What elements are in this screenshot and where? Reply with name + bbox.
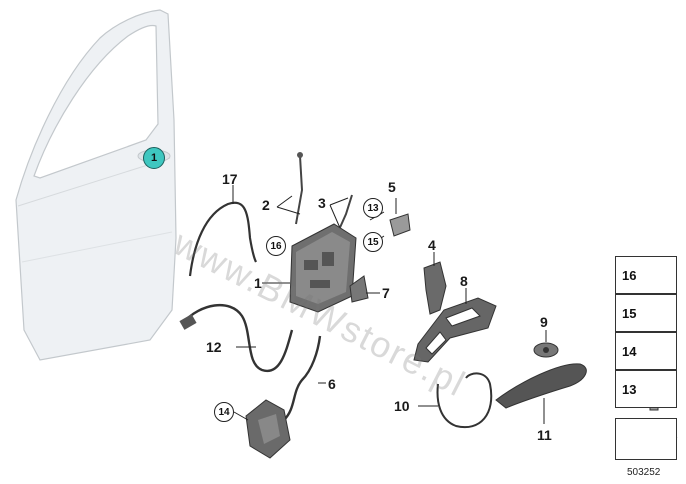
cable-6 [283, 335, 322, 421]
fastener-label: 14 [622, 344, 637, 359]
circled-13: 13 [363, 198, 383, 218]
circled-16: 16 [266, 236, 286, 256]
cable-17 [188, 201, 257, 277]
diagram-number: 503252 [627, 467, 661, 478]
label-part-6: 6 [328, 376, 336, 392]
label-part-3: 3 [318, 195, 326, 211]
lock-assembly-1 [289, 223, 357, 313]
fastener-label: 16 [622, 268, 637, 283]
arrow-cell [615, 418, 677, 460]
label-part-1: 1 [254, 275, 262, 291]
circled-15: 15 [363, 232, 383, 252]
rod-2 [295, 155, 304, 225]
circled-1: 1 [143, 147, 165, 169]
handle-carrier-8 [413, 297, 497, 363]
label-part-17: 17 [222, 171, 238, 187]
label-part-12: 11 [537, 427, 552, 443]
door-handle-12 [495, 363, 587, 409]
fastener-cell-16: 16 [615, 256, 677, 294]
fastener-cell-13: 13 [615, 370, 677, 408]
door-panel-illustration [15, 9, 177, 361]
fastener-cell-14: 14 [615, 332, 677, 370]
label-part-11: 12 [206, 339, 222, 355]
label-part-2: 2 [262, 197, 270, 213]
fastener-label: 13 [622, 382, 637, 397]
fastener-label: 15 [622, 306, 637, 321]
label-part-8: 8 [460, 273, 468, 289]
circled-14: 14 [214, 402, 234, 422]
label-part-4: 4 [428, 237, 436, 253]
label-part-10: 10 [394, 398, 410, 414]
label-part-9: 9 [540, 314, 548, 330]
fastener-cell-15: 15 [615, 294, 677, 332]
label-part-7: 7 [382, 285, 390, 301]
label-part-5: 5 [388, 179, 396, 195]
rod-3 [337, 194, 353, 233]
